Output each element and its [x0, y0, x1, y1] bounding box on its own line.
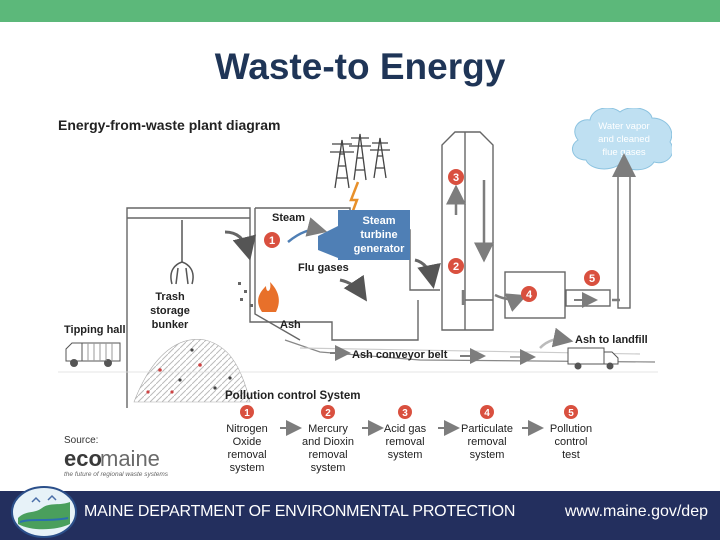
svg-text:system: system [311, 462, 346, 474]
pollution-step-5: 5 Pollution control test [550, 405, 592, 461]
top-accent-bar [0, 0, 720, 22]
diagram-marker-3: 3 [448, 169, 464, 185]
svg-text:3: 3 [453, 172, 459, 184]
flu-gases-label: Flu gases [298, 262, 349, 274]
svg-text:removal: removal [467, 436, 506, 448]
svg-text:system: system [388, 449, 423, 461]
vapor-cloud-icon [571, 108, 672, 171]
trash-claw-icon [170, 220, 194, 285]
svg-text:the future of regional waste s: the future of regional waste systems [64, 471, 169, 478]
svg-text:and Dioxin: and Dioxin [302, 436, 354, 448]
slide-title: Waste-to Energy [214, 46, 506, 87]
trash-bunker-label-2: storage [150, 305, 190, 317]
pollution-control-title: Pollution control System [225, 390, 360, 402]
svg-text:4: 4 [484, 408, 490, 419]
diagram-title: Energy-from-waste plant diagram [58, 117, 281, 133]
svg-text:Oxide: Oxide [233, 436, 262, 448]
svg-text:removal: removal [227, 449, 266, 461]
turbine-label-3: generator [354, 243, 405, 255]
garbage-truck-icon [65, 342, 121, 367]
diagram-marker-4: 4 [521, 286, 537, 302]
steam-label: Steam [272, 212, 305, 224]
power-pylon-icon [330, 133, 390, 189]
maine-dep-logo-icon [11, 486, 77, 538]
landfill-truck-icon [567, 347, 619, 370]
turbine-label-2: turbine [360, 229, 397, 241]
diagram-marker-5: 5 [584, 270, 600, 286]
footer-bar [0, 491, 720, 540]
trash-bunker-label-3: bunker [152, 319, 189, 331]
svg-text:Mercury: Mercury [308, 423, 348, 435]
svg-text:4: 4 [526, 289, 533, 301]
pollution-step-2: 2 Mercury and Dioxin removal system [302, 405, 354, 474]
diagram-marker-1: 1 [264, 232, 280, 248]
svg-text:eco: eco [64, 446, 102, 471]
turbine-generator-icon [318, 210, 410, 260]
svg-text:5: 5 [589, 273, 595, 285]
energy-from-waste-diagram: Energy-from-waste plant diagram Water va… [58, 108, 672, 478]
svg-text:maine: maine [100, 446, 160, 471]
turbine-label-1: Steam [362, 215, 395, 227]
svg-text:3: 3 [402, 408, 408, 419]
footer-url-link[interactable]: www.maine.gov/dep [564, 503, 708, 520]
svg-text:system: system [470, 449, 505, 461]
tipping-hall-label: Tipping hall [64, 324, 126, 336]
svg-text:Nitrogen: Nitrogen [226, 423, 268, 435]
svg-text:2: 2 [453, 261, 459, 273]
source-label: Source: [64, 435, 98, 446]
trash-bunker-label-1: Trash [155, 291, 185, 303]
cloud-label-line-1: Water vapor [598, 121, 649, 132]
grate-debris [238, 282, 253, 307]
pollution-step-4: 4 Particulate removal system [461, 405, 513, 461]
trash-pile [133, 339, 251, 403]
pollution-step-1: 1 Nitrogen Oxide removal system [226, 405, 268, 474]
scrubber-tower [441, 131, 494, 331]
svg-text:removal: removal [308, 449, 347, 461]
svg-text:1: 1 [269, 235, 275, 247]
svg-text:test: test [562, 449, 580, 461]
fire-icon [258, 282, 279, 312]
lightning-icon [349, 181, 360, 217]
svg-text:removal: removal [385, 436, 424, 448]
ash-landfill-label: Ash to landfill [575, 334, 648, 346]
ecomaine-logo: eco maine the future of regional waste s… [64, 446, 169, 478]
chimney [617, 175, 631, 309]
svg-text:Pollution: Pollution [550, 423, 592, 435]
ash-label: Ash [280, 319, 301, 331]
svg-text:system: system [230, 462, 265, 474]
cloud-label-line-2: and cleaned [598, 134, 650, 145]
svg-text:1: 1 [244, 408, 250, 419]
svg-text:Acid gas: Acid gas [384, 423, 427, 435]
pollution-step-3: 3 Acid gas removal system [384, 405, 427, 461]
svg-text:2: 2 [325, 408, 331, 419]
footer-department: MAINE DEPARTMENT OF ENVIRONMENTAL PROTEC… [84, 503, 516, 520]
svg-text:control: control [554, 436, 587, 448]
svg-text:5: 5 [568, 408, 574, 419]
svg-text:Particulate: Particulate [461, 423, 513, 435]
diagram-marker-2: 2 [448, 258, 464, 274]
ash-conveyor-label: Ash conveyor belt [352, 349, 448, 361]
cloud-label-line-3: flue gases [602, 147, 646, 158]
